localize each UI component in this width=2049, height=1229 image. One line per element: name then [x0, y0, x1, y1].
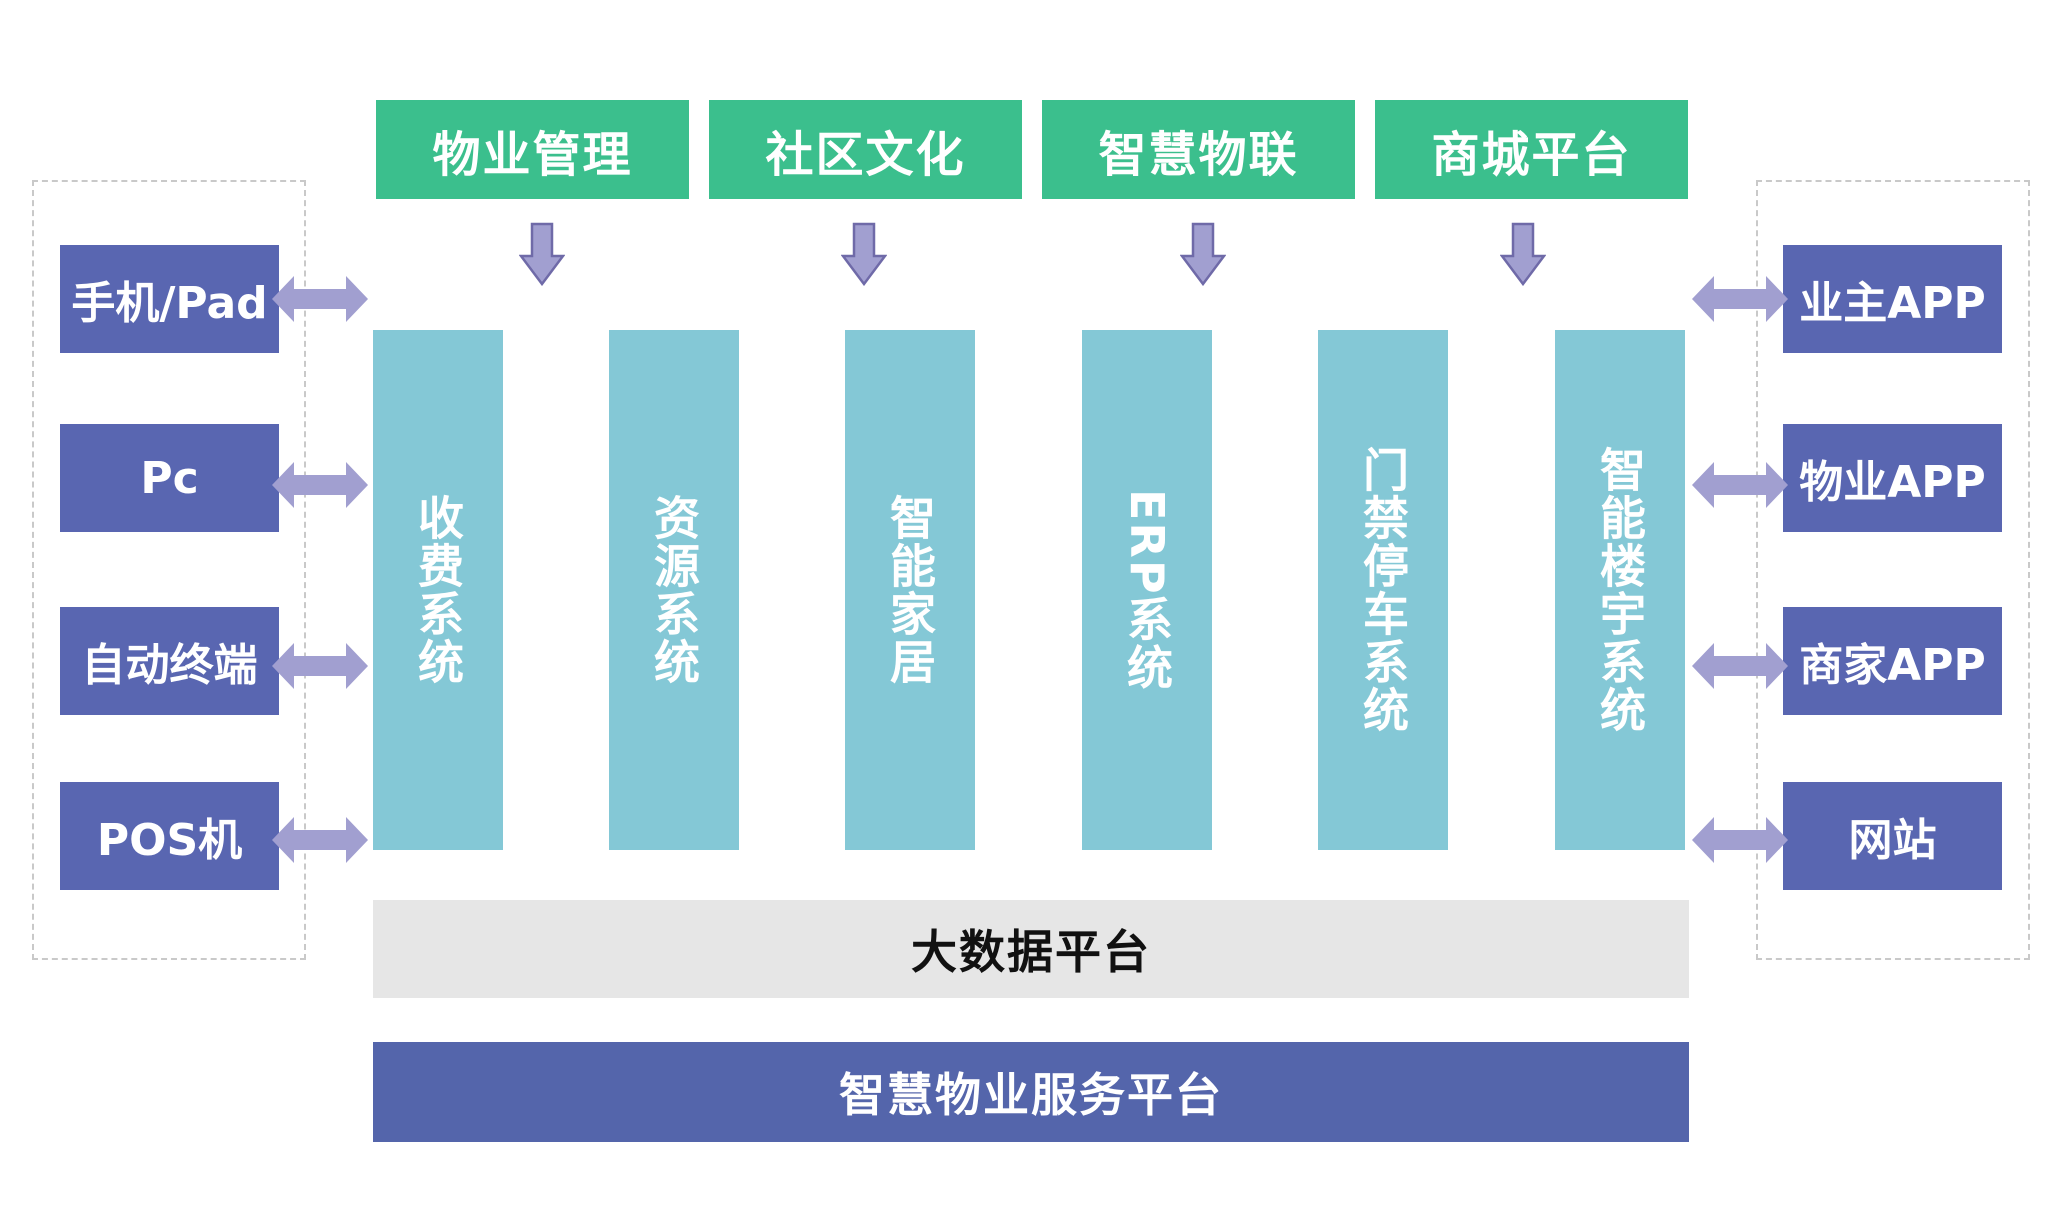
system-billing: 收费系统	[373, 330, 503, 850]
system-label: 资源系统	[647, 494, 701, 686]
system-smart-building: 智能楼宇系统	[1555, 330, 1685, 850]
device-pc: Pc	[60, 424, 279, 532]
system-label: 智能楼宇系统	[1593, 446, 1647, 734]
down-arrow-icon	[841, 222, 887, 286]
right-app-group	[1756, 180, 2030, 960]
system-access-parking: 门禁停车系统	[1318, 330, 1448, 850]
double-arrow-icon	[1692, 462, 1788, 508]
website: 网站	[1783, 782, 2002, 890]
down-arrow-icon	[1500, 222, 1546, 286]
device-mobile-pad: 手机/Pad	[60, 245, 279, 353]
double-arrow-icon	[272, 462, 368, 508]
down-arrow-icon	[1180, 222, 1226, 286]
system-label: 门禁停车系统	[1356, 446, 1410, 734]
big-data-platform: 大数据平台	[373, 900, 1689, 998]
smart-property-service-platform: 智慧物业服务平台	[373, 1042, 1689, 1142]
app-owner: 业主APP	[1783, 245, 2002, 353]
module-mall-platform: 商城平台	[1375, 100, 1688, 199]
device-kiosk: 自动终端	[60, 607, 279, 715]
device-pos: POS机	[60, 782, 279, 890]
system-label: 收费系统	[411, 494, 465, 686]
module-property-management: 物业管理	[376, 100, 689, 199]
module-smart-iot: 智慧物联	[1042, 100, 1355, 199]
double-arrow-icon	[1692, 276, 1788, 322]
system-smart-home: 智能家居	[845, 330, 975, 850]
double-arrow-icon	[1692, 643, 1788, 689]
left-device-group	[32, 180, 306, 960]
double-arrow-icon	[272, 817, 368, 863]
system-label: ERP系统	[1120, 488, 1174, 692]
double-arrow-icon	[1692, 817, 1788, 863]
app-property: 物业APP	[1783, 424, 2002, 532]
system-erp: ERP系统	[1082, 330, 1212, 850]
system-resource: 资源系统	[609, 330, 739, 850]
system-label: 智能家居	[883, 494, 937, 686]
double-arrow-icon	[272, 643, 368, 689]
double-arrow-icon	[272, 276, 368, 322]
app-merchant: 商家APP	[1783, 607, 2002, 715]
down-arrow-icon	[519, 222, 565, 286]
module-community-culture: 社区文化	[709, 100, 1022, 199]
